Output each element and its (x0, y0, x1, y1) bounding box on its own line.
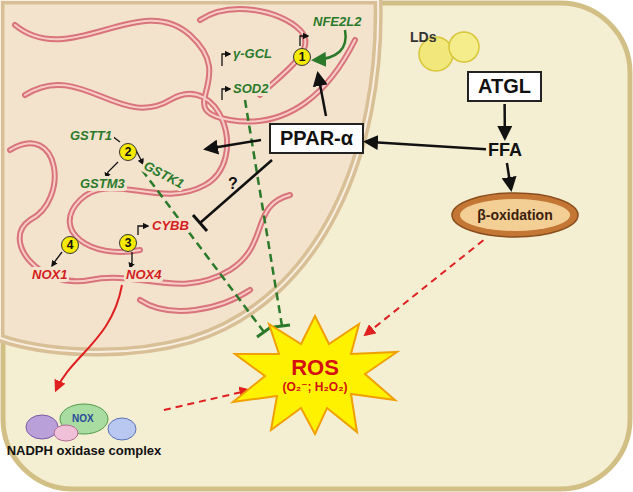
dna-strands (10, 9, 355, 311)
protein-label: ATGL (478, 75, 531, 98)
callout-number: 4 (67, 239, 74, 251)
plain-node: FFA (488, 140, 522, 161)
nox-expression-arrow (56, 285, 122, 390)
star-node: ROS(O₂⁻; H₂O₂) (229, 314, 401, 436)
gene-label: γ-GCL (231, 46, 274, 61)
inhibition-lines (142, 100, 282, 332)
feedback-arrow (314, 30, 346, 60)
complex-label: NADPH oxidase complex (6, 443, 162, 458)
mito-node: β-oxidation (450, 191, 580, 239)
pathway-arrow (366, 142, 486, 150)
box-node: PPAR-α (269, 123, 364, 154)
droplet-label: LDs (410, 29, 436, 45)
nucleus (0, 0, 378, 352)
nox-node: NOX NADPH oxidase complex (6, 399, 162, 458)
pathway-arrow (503, 104, 506, 138)
gene-label: GSTM3 (78, 176, 127, 191)
metabolite-label: FFA (488, 140, 522, 161)
callout-number: 1 (299, 51, 306, 63)
num-node: 1 (293, 48, 311, 66)
num-node: 3 (119, 234, 137, 252)
gene-label: GSTT1 (68, 128, 114, 143)
ros-title: ROS (291, 356, 339, 380)
nuclear-envelope (0, 0, 378, 352)
num-node: 4 (61, 236, 79, 254)
gene-label: CYBB (150, 218, 191, 233)
pathway-arrow (365, 240, 483, 335)
pathway-arrow (507, 163, 511, 189)
ros-species: (O₂⁻; H₂O₂) (283, 380, 348, 394)
gene-label: NOX1 (30, 267, 69, 282)
box-node: ATGL (467, 71, 542, 102)
lds-node: LDs (404, 27, 490, 73)
gene-label: NFE2L2 (311, 14, 363, 29)
callout-number: 2 (125, 146, 132, 158)
gene-label: NOX4 (124, 267, 163, 282)
gene-label: SOD2 (231, 81, 270, 96)
protein-label: PPAR-α (280, 127, 353, 150)
organelle-label: β-oxidation (477, 207, 552, 223)
num-node: 2 (119, 143, 137, 161)
callout-number: 3 (125, 237, 132, 249)
nox-tag: NOX (72, 413, 94, 424)
query-mark: ? (226, 176, 240, 191)
